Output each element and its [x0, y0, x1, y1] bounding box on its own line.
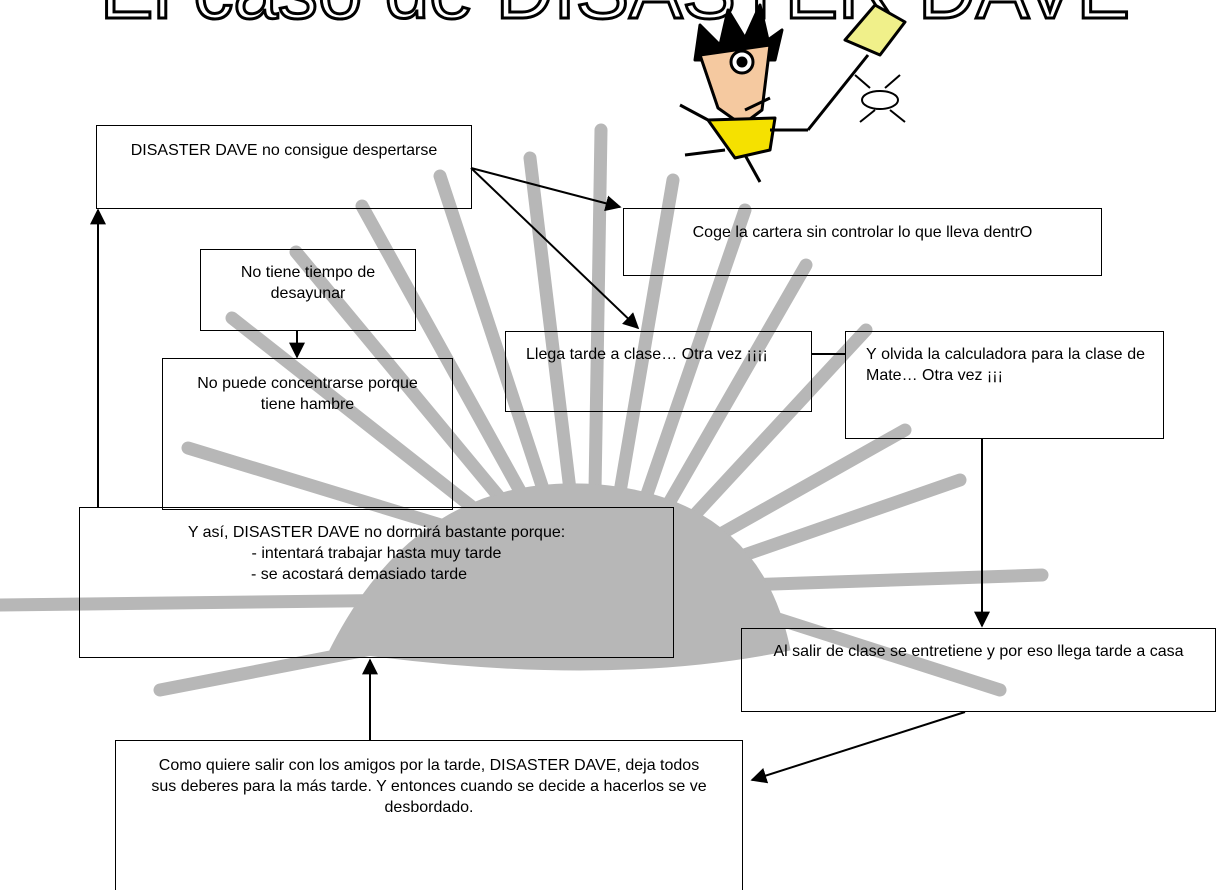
svg-text:El caso de DISASTER DAVE: El caso de DISASTER DAVE — [100, 0, 1130, 35]
fly-icon — [854, 74, 906, 123]
box-late: Llega tarde a clase… Otra vez ¡¡¡¡ — [505, 331, 812, 412]
arrow-wake-to-bag — [470, 167, 622, 212]
connector-arrows — [90, 167, 990, 784]
box-friends-text: Como quiere salir con los amigos por la … — [151, 757, 707, 816]
box-sleep-line3: - se acostará demasiado tarde — [250, 566, 468, 583]
box-home: Al salir de clase se entretiene y por es… — [741, 628, 1216, 712]
box-late-text: Llega tarde a clase… Otra vez ¡¡¡¡ — [526, 346, 768, 363]
dave-shirt — [706, 116, 777, 160]
sun-graphic — [0, 123, 1049, 697]
box-sleep: Y así, DISASTER DAVE no dormirá bastante… — [79, 507, 674, 658]
box-breakfast: No tiene tiempo de desayunar — [200, 249, 416, 331]
box-hungry: No puede concentrarse porque tiene hambr… — [162, 358, 453, 510]
box-bag-text: Coge la cartera sin controlar lo que lle… — [692, 224, 1033, 241]
box-wake-up-text: DISASTER DAVE no consigue despertarse — [130, 142, 438, 159]
box-friends: Como quiere salir con los amigos por la … — [115, 740, 743, 890]
box-breakfast-text: No tiene tiempo de desayunar — [240, 264, 376, 302]
title-heading: El caso de DISASTER DAVE — [99, 0, 1132, 37]
arrow-wake-to-late — [470, 167, 640, 330]
box-hungry-text: No puede concentrarse porque tiene hambr… — [197, 375, 418, 413]
dave-cartoon — [679, 3, 907, 183]
box-sleep-line1: Y así, DISASTER DAVE no dormirá bastante… — [187, 524, 566, 541]
box-wake-up: DISASTER DAVE no consigue despertarse — [96, 125, 472, 209]
box-calculator-text: Y olvida la calculadora para la clase de… — [866, 346, 1145, 384]
box-bag: Coge la cartera sin controlar lo que lle… — [623, 208, 1102, 276]
fly-swatter-icon — [806, 3, 907, 131]
box-calculator: Y olvida la calculadora para la clase de… — [845, 331, 1164, 439]
arrow-home-to-friends — [750, 711, 966, 784]
box-sleep-line2: - intentará trabajar hasta muy tarde — [251, 545, 502, 562]
box-home-text: Al salir de clase se entretiene y por es… — [773, 643, 1184, 660]
